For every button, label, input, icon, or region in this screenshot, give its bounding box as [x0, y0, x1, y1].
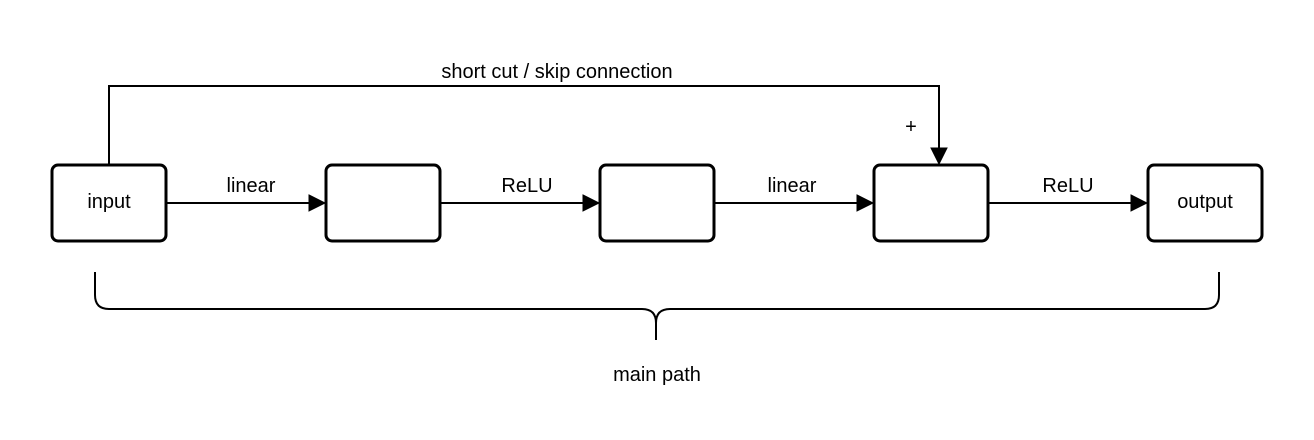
skip-connection-label: short cut / skip connection: [441, 61, 672, 83]
edge-input-to-node2-label: linear: [227, 175, 276, 197]
skip-connection-line: [108, 85, 940, 165]
edge-node4-to-output-arrowhead: [1130, 194, 1149, 212]
edge-node2-to-node3-label: ReLU: [501, 175, 552, 197]
edge-node4-to-output-label: ReLU: [1042, 175, 1093, 197]
edge-node2-to-node3-arrowhead: [582, 194, 601, 212]
node-hidden-2: [598, 163, 716, 243]
node-input-label: input: [87, 191, 131, 213]
edge-node3-to-node4-arrowhead: [856, 194, 875, 212]
main-path-brace: [94, 272, 1220, 340]
node-sum: [872, 163, 990, 243]
node-output-label: output: [1177, 191, 1233, 213]
skip-connection-plus-sign: +: [905, 116, 917, 138]
edge-input-to-node2-arrowhead: [308, 194, 327, 212]
node-hidden-1: [324, 163, 442, 243]
node-input: input: [50, 163, 168, 243]
skip-connection-arrowhead: [930, 147, 948, 166]
main-path-label: main path: [613, 364, 701, 386]
node-output: output: [1146, 163, 1264, 243]
edge-node3-to-node4-label: linear: [768, 175, 817, 197]
